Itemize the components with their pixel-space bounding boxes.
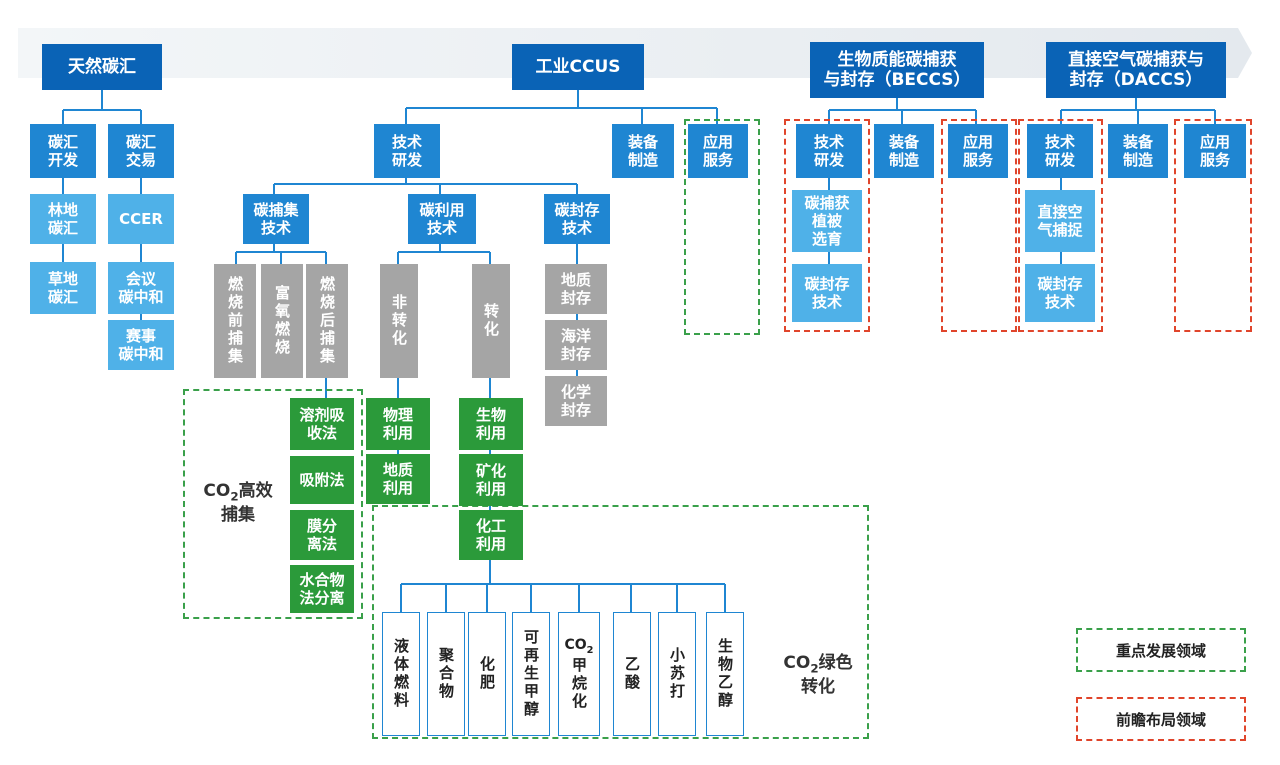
beccs-storage-node: 碳封存 技术: [792, 264, 862, 322]
beccs-equipment-node: 装备 制造: [874, 124, 934, 178]
beccs-service-node: 应用 服务: [948, 124, 1008, 178]
forest-sink-node: 林地 碳汇: [30, 194, 96, 244]
biological-use-node: 生物 利用: [459, 398, 523, 450]
product-fertilizer: 化肥: [468, 612, 506, 736]
region-beccs-rnd: [784, 119, 870, 332]
capture-tech-node: 碳捕集 技术: [243, 194, 309, 244]
post-combustion-node: 燃烧后捕集: [306, 264, 348, 378]
beccs-node: 生物质能碳捕获 与封存（BECCS）: [810, 42, 984, 98]
ccus-equipment-node: 装备 制造: [612, 124, 674, 178]
product-liquid-fuel: 液体燃料: [382, 612, 420, 736]
pre-combustion-node: 燃烧前捕集: [214, 264, 256, 378]
physical-use-node: 物理 利用: [366, 398, 430, 450]
daccs-direct-air-capture-node: 直接空 气捕捉: [1025, 190, 1095, 252]
region-co2-conversion: [372, 505, 869, 739]
oxy-combustion-node: 富氧燃烧: [261, 264, 303, 378]
adsorption-node: 吸附法: [290, 456, 354, 504]
meeting-neutral-node: 会议 碳中和: [108, 262, 174, 314]
product-acetic-acid: 乙酸: [613, 612, 651, 736]
legend-key-area: 重点发展领域: [1076, 628, 1246, 672]
region-beccs-service: [941, 119, 1017, 332]
natural-carbon-sink-node: 天然碳汇: [42, 44, 162, 90]
daccs-rnd-node: 技术 研发: [1027, 124, 1093, 178]
industrial-ccus-node: 工业CCUS: [512, 44, 644, 90]
chemical-storage-node: 化学 封存: [545, 376, 607, 426]
geological-storage-node: 地质 封存: [545, 264, 607, 314]
grassland-sink-node: 草地 碳汇: [30, 262, 96, 314]
daccs-node: 直接空气碳捕获与 封存（DACCS）: [1046, 42, 1226, 98]
region-co2-capture: [183, 389, 363, 619]
beccs-vegetation-node: 碳捕获 植被 选育: [792, 190, 862, 252]
mineralization-use-node: 矿化 利用: [459, 454, 523, 506]
region-daccs-service: [1174, 119, 1252, 332]
product-baking-soda: 小苏打: [658, 612, 696, 736]
legend-future-area: 前瞻布局领域: [1076, 697, 1246, 741]
membrane-separation-node: 膜分 离法: [290, 510, 354, 560]
region-daccs-rnd: [1018, 119, 1103, 332]
daccs-storage-node: 碳封存 技术: [1025, 264, 1095, 322]
ccus-rnd-node: 技术 研发: [374, 124, 440, 178]
daccs-equipment-node: 装备 制造: [1108, 124, 1168, 178]
carbon-sink-trading-node: 碳汇 交易: [108, 124, 174, 178]
product-bioethanol: 生物乙醇: [706, 612, 744, 736]
chemical-use-node: 化工 利用: [459, 510, 523, 560]
daccs-service-node: 应用 服务: [1184, 124, 1246, 178]
solvent-absorption-node: 溶剂吸 收法: [290, 398, 354, 450]
methanation-label: 甲烷化: [570, 656, 588, 711]
event-neutral-node: 赛事 碳中和: [108, 320, 174, 370]
utilization-tech-node: 碳利用 技术: [408, 194, 476, 244]
product-renewable-methanol: 可再生甲醇: [512, 612, 550, 736]
carbon-sink-development-node: 碳汇 开发: [30, 124, 96, 178]
region-ccus-service: [684, 119, 760, 335]
non-conversion-node: 非转化: [380, 264, 418, 378]
ocean-storage-node: 海洋 封存: [545, 320, 607, 370]
conversion-node: 转化: [472, 264, 510, 378]
ccus-service-node: 应用 服务: [688, 124, 748, 178]
storage-tech-node: 碳封存 技术: [544, 194, 610, 244]
hydrate-separation-node: 水合物 法分离: [290, 565, 354, 613]
co2-label: CO2: [564, 637, 594, 657]
co2-capture-label: CO2高效 捕集: [203, 481, 273, 526]
product-polymer: 聚合物: [427, 612, 465, 736]
product-co2-methanation: CO2 甲烷化: [558, 612, 600, 736]
co2-conversion-label: CO2绿色 转化: [783, 653, 853, 698]
ccer-node: CCER: [108, 194, 174, 244]
beccs-rnd-node: 技术 研发: [796, 124, 862, 178]
geological-use-node: 地质 利用: [366, 454, 430, 504]
